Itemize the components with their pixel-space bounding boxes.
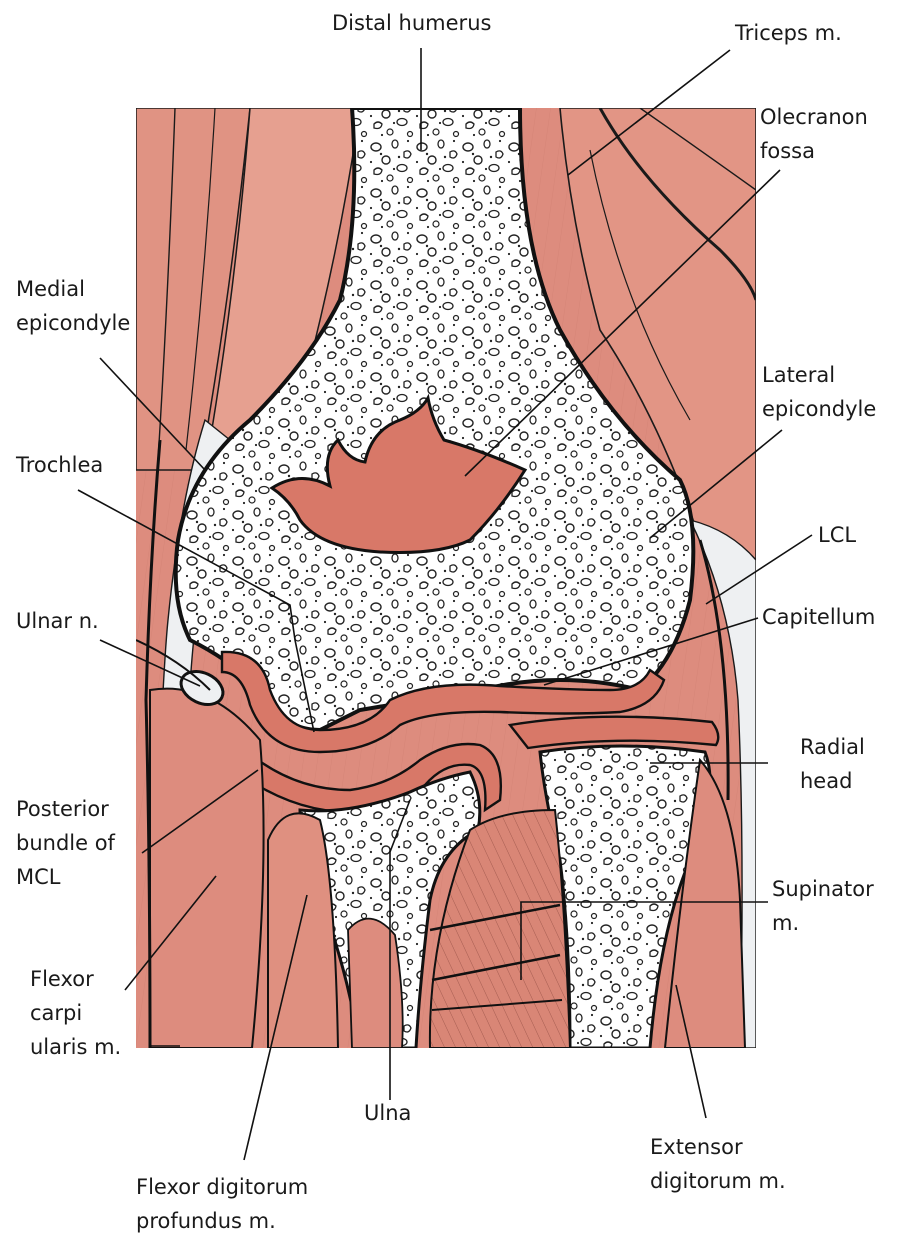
label-distal-humerus: Distal humerus xyxy=(332,6,491,40)
label-lcl: LCL xyxy=(818,518,856,552)
label-flexor-digitorum-profundus: Flexor digitorum profundus m. xyxy=(136,1170,308,1238)
label-posterior-bundle-mcl: Posterior bundle of MCL xyxy=(16,792,115,894)
label-trochlea: Trochlea xyxy=(16,448,103,482)
label-olecranon-fossa: Olecranon fossa xyxy=(760,100,868,168)
label-capitellum: Capitellum xyxy=(762,600,875,634)
ulnar-muscle-small xyxy=(348,919,403,1048)
label-triceps: Triceps m. xyxy=(735,16,842,50)
label-flexor-carpi-ularis: Flexor carpi ularis m. xyxy=(30,962,121,1064)
label-supinator: Supinator m. xyxy=(772,872,874,940)
label-ulna: Ulna xyxy=(364,1096,411,1130)
flexor-carpi-ulnaris-muscle xyxy=(150,689,264,1048)
label-ulnar-nerve: Ulnar n. xyxy=(16,604,99,638)
label-lateral-epicondyle: Lateral epicondyle xyxy=(762,358,876,426)
label-radial-head: Radial head xyxy=(800,730,865,798)
label-medial-epicondyle: Medial epicondyle xyxy=(16,272,130,340)
label-extensor-digitorum: Extensor digitorum m. xyxy=(650,1130,786,1198)
